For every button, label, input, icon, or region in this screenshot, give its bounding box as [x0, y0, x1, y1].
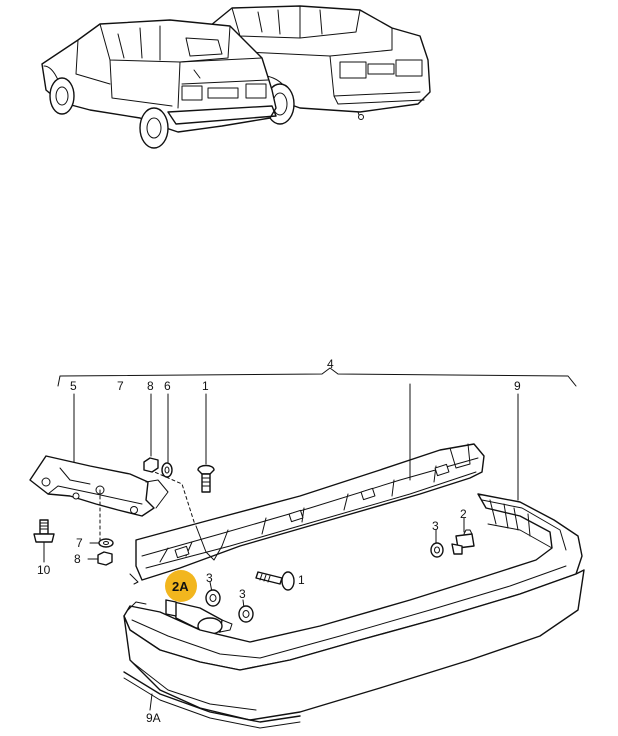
label-4: 4 — [327, 357, 334, 371]
hardware-middle — [165, 571, 295, 635]
hardware-right — [430, 529, 475, 558]
label-8-top: 8 — [147, 379, 154, 393]
washer-icon-right — [430, 542, 444, 558]
leader-lines — [43, 383, 519, 711]
clip-2A-icon — [165, 599, 233, 635]
washer-icon-mid-a — [205, 589, 221, 607]
hardware-top — [143, 457, 215, 493]
push-clip-icon — [451, 529, 475, 555]
label-9A: 9A — [146, 711, 161, 725]
callout-label-2A: 2A — [172, 579, 189, 594]
label-7-top: 7 — [117, 379, 124, 393]
bumper-assembly-exploded-view — [29, 367, 585, 729]
label-5: 5 — [70, 379, 77, 393]
washer-icon-left — [98, 538, 114, 548]
hatchback-car-illustration — [41, 19, 277, 149]
mushroom-bolt-icon — [255, 571, 295, 591]
group-bracket-4 — [57, 367, 577, 387]
label-2: 2 — [460, 507, 467, 521]
molding-strip — [123, 671, 301, 729]
sedan-car-illustration — [204, 5, 431, 125]
car-illustrations — [41, 5, 431, 149]
label-1-mid: 1 — [298, 573, 305, 587]
label-9: 9 — [514, 379, 521, 393]
bumper-reinforcement-bar — [129, 443, 485, 585]
washer-icon — [161, 462, 173, 478]
label-3-mid-b: 3 — [239, 587, 246, 601]
callout-highlight-circle — [165, 570, 197, 602]
label-3-right: 3 — [432, 519, 439, 533]
washer-icon-mid-b — [238, 605, 254, 623]
carriage-bolt-icon — [197, 464, 215, 493]
label-1-top: 1 — [202, 379, 209, 393]
label-6: 6 — [164, 379, 171, 393]
label-3-mid-a: 3 — [206, 571, 213, 585]
bumper-cover — [123, 493, 585, 721]
mounting-bracket — [29, 455, 197, 541]
hex-bolt-icon — [33, 519, 55, 543]
label-7-left: 7 — [76, 536, 83, 550]
nut-icon-left — [97, 551, 113, 566]
nut-icon — [143, 457, 159, 473]
part-labels: 4 5 7 8 6 1 9 7 8 10 3 2 1 3 3 9A 2A — [37, 357, 521, 725]
hardware-left — [33, 519, 114, 566]
label-10: 10 — [37, 563, 51, 577]
label-8-left: 8 — [74, 552, 81, 566]
